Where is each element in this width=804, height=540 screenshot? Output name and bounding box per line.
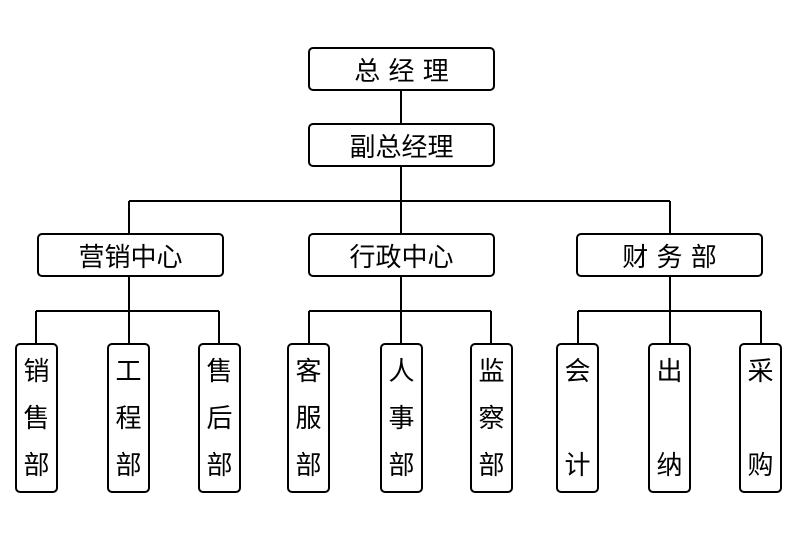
dept-char: 采	[747, 357, 774, 387]
dept-char: 出	[656, 357, 683, 387]
dept-char: 部	[23, 451, 50, 481]
purchasing-box: 采 购	[739, 343, 782, 493]
dept-char: 购	[747, 451, 774, 481]
dept-char: 服	[295, 404, 322, 434]
dept-char: 会	[564, 357, 591, 387]
dept-char: 人	[388, 357, 415, 387]
dept-char: 后	[206, 404, 233, 434]
deputy-general-manager-box: 副总经理	[308, 123, 495, 167]
dept-char: 售	[23, 404, 50, 434]
marketing-center-label: 营销中心	[78, 242, 183, 273]
dept-char: 纳	[656, 451, 683, 481]
dept-char: 部	[388, 451, 415, 481]
admin-center-box: 行政中心	[308, 233, 495, 277]
customer-service-dept-box: 客 服 部	[287, 343, 330, 493]
after-sales-dept-box: 售 后 部	[198, 343, 241, 493]
cashier-box: 出 纳	[648, 343, 691, 493]
hr-dept-box: 人 事 部	[380, 343, 423, 493]
engineering-dept-box: 工 程 部	[107, 343, 150, 493]
dept-char: 工	[115, 357, 142, 387]
dept-char: 计	[564, 451, 591, 481]
finance-dept-label: 财 务 部	[622, 242, 717, 273]
general-manager-box: 总 经 理	[308, 47, 495, 91]
dept-char: 察	[478, 404, 505, 434]
dept-char: 销	[23, 357, 50, 387]
deputy-general-manager-label: 副总经理	[349, 132, 454, 163]
dept-char: 客	[295, 357, 322, 387]
sales-dept-box: 销 售 部	[15, 343, 58, 493]
admin-center-label: 行政中心	[349, 242, 454, 273]
dept-char: 部	[478, 451, 505, 481]
dept-char: 售	[206, 357, 233, 387]
finance-dept-box: 财 务 部	[576, 233, 763, 277]
dept-char: 部	[295, 451, 322, 481]
dept-char: 部	[115, 451, 142, 481]
marketing-center-box: 营销中心	[37, 233, 224, 277]
supervision-dept-box: 监 察 部	[470, 343, 513, 493]
dept-char: 部	[206, 451, 233, 481]
dept-char: 监	[478, 357, 505, 387]
dept-char: 事	[388, 404, 415, 434]
general-manager-label: 总 经 理	[354, 56, 449, 87]
dept-char: 程	[115, 404, 142, 434]
accounting-box: 会 计	[556, 343, 599, 493]
